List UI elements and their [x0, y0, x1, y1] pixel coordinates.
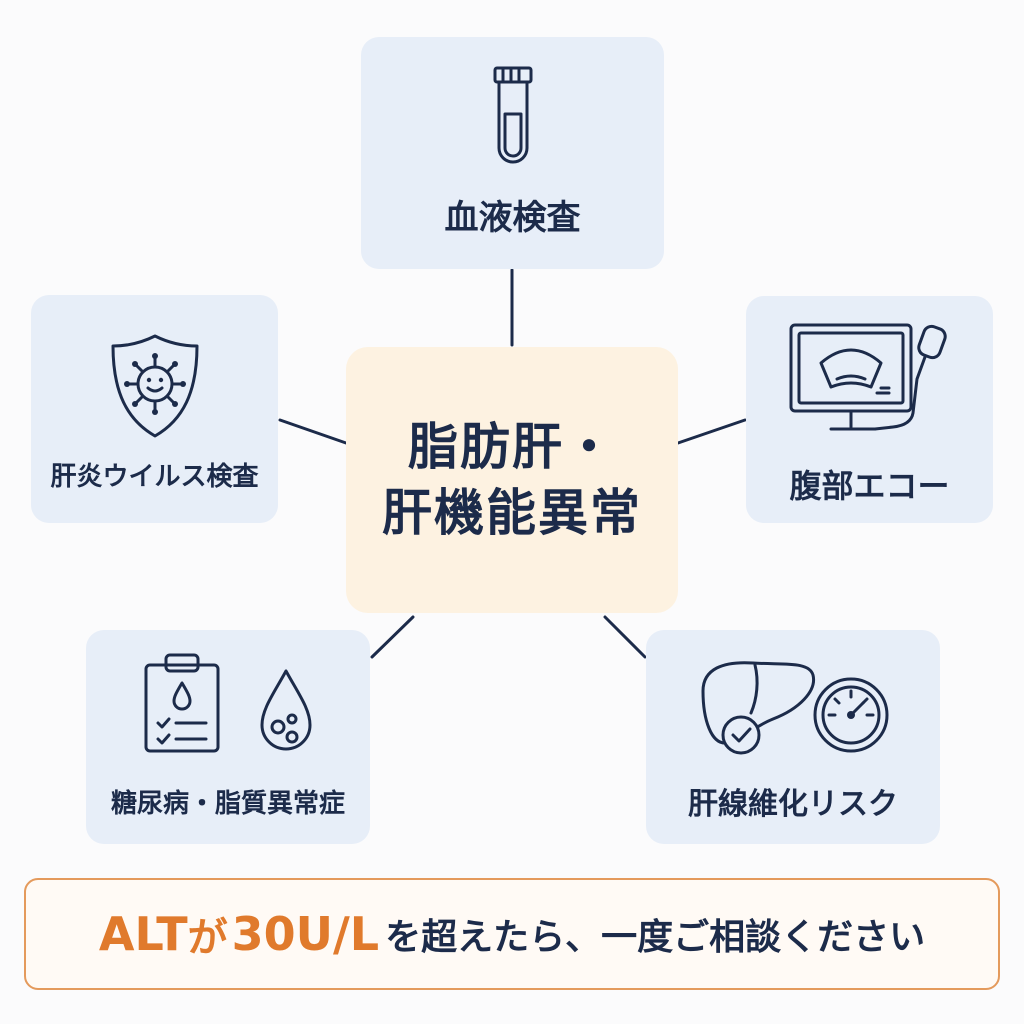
node-ultrasound-label: 腹部エコー	[789, 466, 950, 505]
node-hepatitis-label: 肝炎ウイルス検査	[50, 461, 259, 492]
ultrasound-monitor-icon	[785, 317, 955, 437]
node-fibrosis: 肝線維化リスク	[646, 630, 940, 844]
clipboard-drop-icon	[140, 651, 224, 755]
test-tube-icon	[483, 62, 543, 170]
drop-cells-icon	[256, 667, 316, 755]
node-fibrosis-label: 肝線維化リスク	[688, 787, 898, 822]
node-ultrasound: 腹部エコー	[746, 296, 993, 523]
center-title-line1: 脂肪肝・	[408, 418, 616, 476]
node-hepatitis: 肝炎ウイルス検査	[31, 295, 278, 523]
node-diabetes-label: 糖尿病・脂質異常症	[110, 788, 345, 819]
node-blood-test: 血液検査	[361, 37, 664, 269]
liver-check-icon	[693, 647, 823, 757]
connector-hepatitis	[278, 418, 348, 445]
alt-advice-banner: ALT が 30U/L を超えたら、一度ご相談ください	[24, 878, 1000, 990]
node-blood-test-label: 血液検査	[444, 197, 581, 238]
banner-text: を超えたら、一度ご相談ください	[385, 917, 926, 958]
center-title-line2: 肝機能異常	[382, 484, 642, 542]
center-topic: 脂肪肝・ 肝機能異常	[346, 347, 678, 613]
gauge-icon	[809, 673, 893, 757]
banner-value: 30U/L	[231, 907, 380, 961]
connector-ultrasound	[676, 418, 747, 445]
banner-ga: が	[187, 915, 228, 961]
connector-diabetes	[370, 615, 415, 659]
node-diabetes: 糖尿病・脂質異常症	[86, 630, 370, 844]
shield-virus-icon	[105, 330, 205, 442]
connector-fibrosis	[603, 615, 647, 659]
banner-alt: ALT	[98, 907, 188, 961]
